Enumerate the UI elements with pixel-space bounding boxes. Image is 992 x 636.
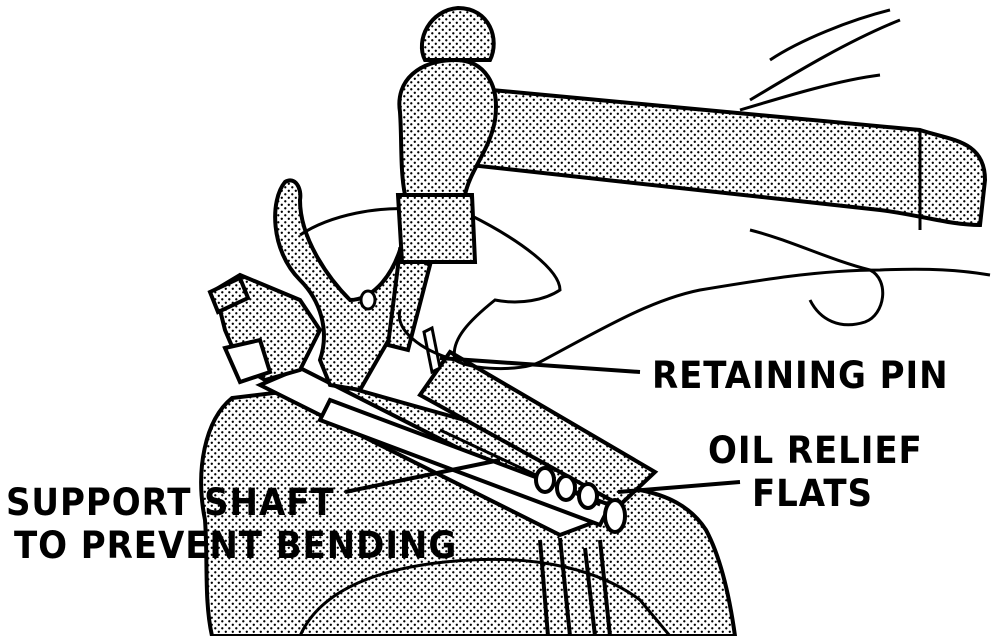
fingers <box>739 8 922 230</box>
oil-relief-flats <box>534 466 627 534</box>
thumb <box>749 228 885 327</box>
support-shaft-label-line1: SUPPORT SHAFT <box>6 481 335 524</box>
oil-relief-label-line1: OIL RELIEF <box>708 429 923 472</box>
hammer-face <box>395 193 478 264</box>
fork-hole <box>359 289 377 311</box>
hammer-ball <box>419 5 496 62</box>
fork-end <box>222 337 273 385</box>
hammer <box>395 5 988 264</box>
hammer-handle <box>468 85 988 228</box>
support-shaft-label-line2: TO PREVENT BENDING <box>14 524 458 567</box>
retaining-pin-label: RETAINING PIN <box>652 354 949 397</box>
leader-support-shaft <box>344 458 501 494</box>
leader-oil-relief <box>617 480 741 494</box>
leader-lines <box>344 356 741 494</box>
shaft <box>317 397 613 528</box>
hammer-ring <box>410 58 490 197</box>
leader-retaining-pin <box>439 356 641 374</box>
oil-relief-label-line2: FLATS <box>752 472 873 515</box>
fork-stub <box>207 275 251 315</box>
hammer-head <box>397 57 498 197</box>
vise-bracket <box>538 537 612 636</box>
